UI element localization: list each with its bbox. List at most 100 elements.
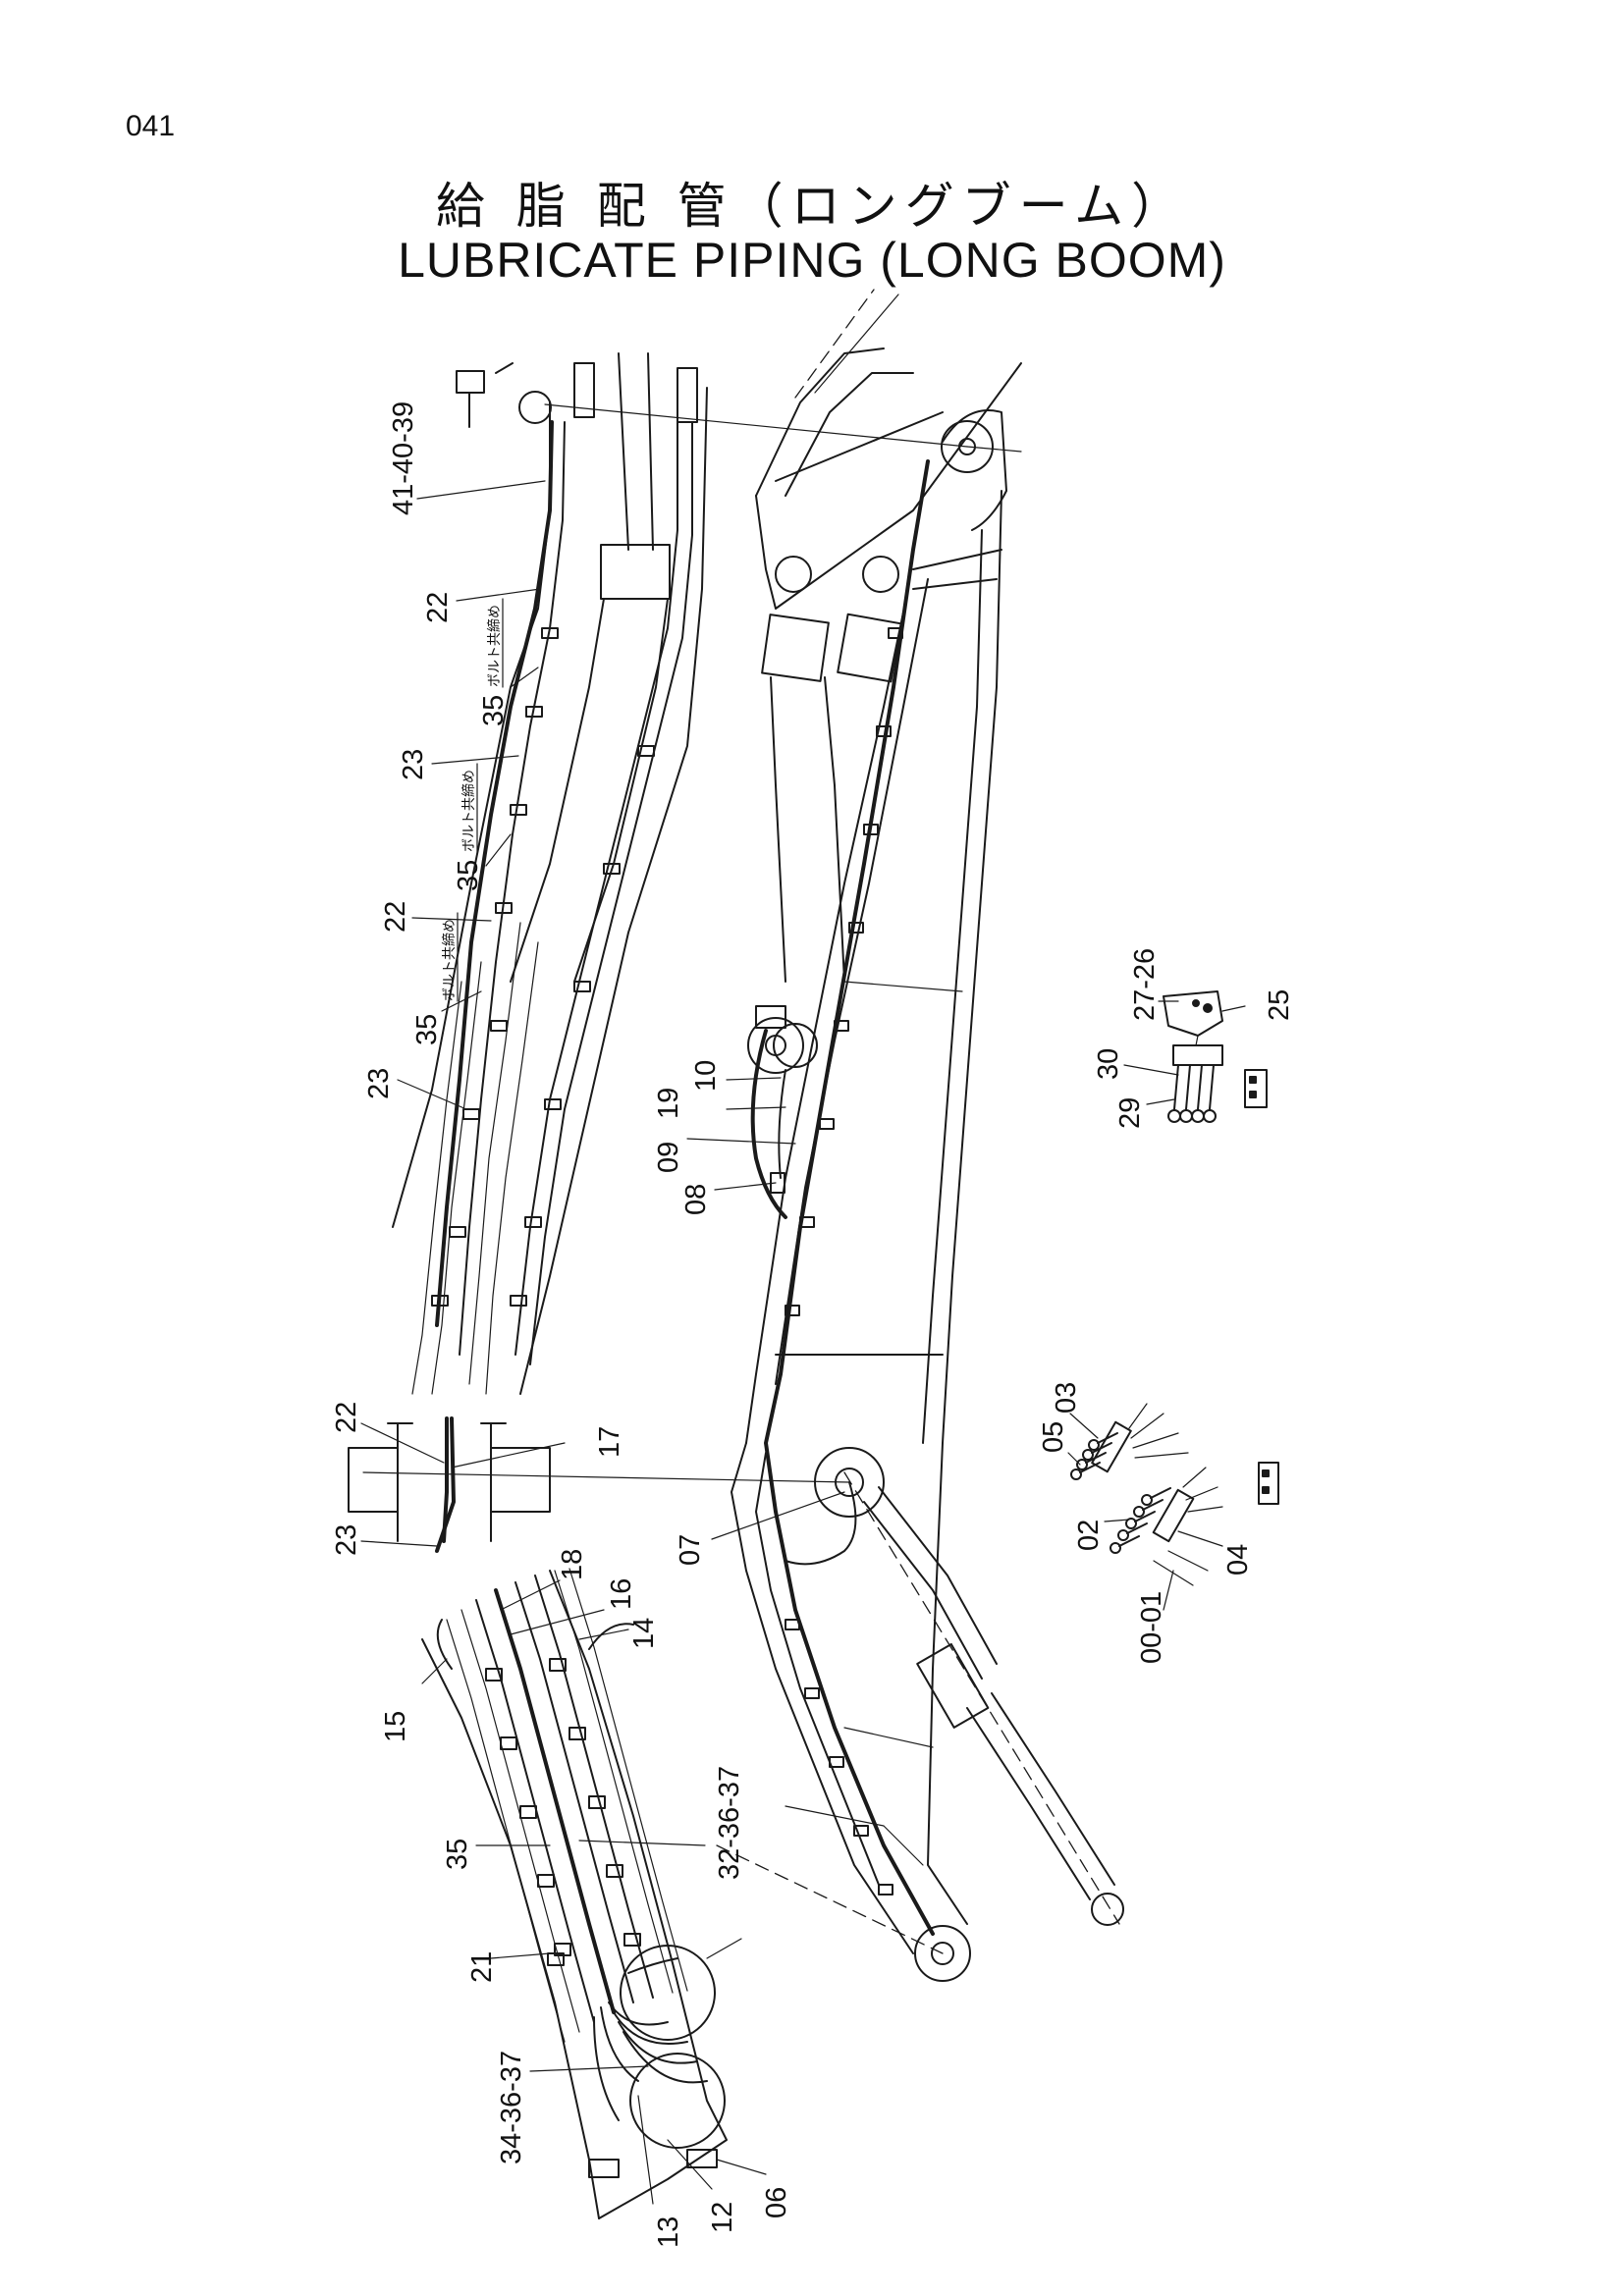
grease-block-upper-dot	[1203, 1003, 1213, 1013]
clamp	[606, 1864, 623, 1878]
nipple-end	[1141, 1494, 1153, 1506]
clamp	[623, 1933, 641, 1947]
lower-detail-hook-15	[436, 1619, 453, 1670]
upper-detail-clamps	[431, 627, 655, 1307]
note-bolt-fastening-c: ボルト共締め	[441, 919, 458, 1001]
boom-foot-pin-inner	[931, 1942, 954, 1965]
lower-grease-main	[494, 1588, 616, 2014]
fitting	[799, 1216, 815, 1228]
grease-manifold-upper	[1167, 1035, 1223, 1123]
manifold-nipple	[1209, 1064, 1215, 1110]
fan-hose	[600, 2006, 639, 2082]
fitting	[853, 1825, 869, 1837]
nipple	[1118, 1535, 1140, 1547]
clamp	[637, 745, 655, 757]
nipple	[1097, 1432, 1118, 1444]
lower-detail-hook-14	[588, 1623, 634, 1650]
manifold-lower-b-body	[1152, 1488, 1195, 1543]
leader-18	[500, 1579, 561, 1611]
callout-02: 02	[1073, 1520, 1105, 1551]
leader-30	[1123, 1064, 1179, 1076]
lower-hose-7	[568, 1568, 688, 1992]
manifold-nipple	[1185, 1064, 1191, 1110]
tag-line	[1134, 1452, 1189, 1459]
clamp	[537, 1874, 555, 1888]
callout-09: 09	[653, 1142, 684, 1173]
dashed-reference-line	[716, 1844, 944, 1954]
callout-21: 21	[466, 1951, 498, 1983]
grease-block-upper	[1123, 990, 1268, 1123]
manifold-nipple-end	[1191, 1109, 1205, 1123]
boom-plate-right	[927, 490, 1002, 1925]
boom-top-nose	[942, 409, 1007, 531]
callout-04: 04	[1222, 1544, 1254, 1575]
tag-line	[1167, 1550, 1209, 1572]
nipple	[1085, 1452, 1107, 1464]
callout-23: 23	[398, 749, 429, 780]
boom-fittings	[785, 627, 903, 1896]
lower-hose-6	[554, 1570, 674, 1994]
upper-detail-cylinder-right	[573, 598, 669, 983]
boom-cylinder-foot-eye	[1091, 1893, 1124, 1926]
label-plate-lower-mark	[1262, 1486, 1270, 1494]
callout-13: 13	[653, 2216, 684, 2248]
lower-detail-hose-bundle	[446, 1568, 688, 2043]
upper-detail-bracket	[456, 370, 485, 394]
callout-17: 17	[594, 1426, 625, 1458]
boom-cylinder-body-a	[966, 1707, 1091, 1900]
clamp	[549, 1658, 567, 1672]
clamp	[519, 1805, 537, 1819]
leader-23-a	[431, 755, 519, 765]
boom-top-pin	[941, 420, 994, 473]
boom-mid-pin	[747, 1017, 804, 1074]
boom-plate-left	[745, 588, 909, 1444]
manifold-lower-b-tags	[1153, 1467, 1223, 1586]
lower-detail-outline-right	[549, 1570, 728, 2219]
fitting	[785, 1305, 800, 1316]
clamp	[525, 706, 543, 718]
boom-mid-foot-pin	[814, 1447, 885, 1518]
manifold-lower-a-tags	[1128, 1403, 1189, 1459]
nipple-end	[1070, 1468, 1082, 1480]
leader-15	[421, 1658, 448, 1684]
upper-detail-top-block-b	[677, 367, 698, 423]
boom-mid-cross	[843, 981, 963, 992]
arm-cylinder-body-left	[770, 676, 786, 983]
callout-34-36-37: 34-36-37	[496, 2051, 527, 2164]
leader-07	[711, 1491, 845, 1540]
callout-14: 14	[628, 1618, 660, 1649]
callout-06: 06	[761, 2187, 792, 2218]
manifold-link	[1195, 1035, 1199, 1046]
fitting	[888, 627, 903, 639]
leader-12	[667, 2139, 713, 2190]
lower-detail-clamps	[485, 1658, 641, 1966]
leader-23-c	[360, 1540, 438, 1547]
leader-02	[1104, 1519, 1130, 1522]
fitting	[848, 922, 864, 934]
nipple-end	[1133, 1506, 1145, 1518]
section-hub-left	[348, 1447, 399, 1513]
fitting	[878, 1884, 893, 1896]
callout-41-40-39: 41-40-39	[388, 401, 419, 515]
clamp	[500, 1736, 517, 1750]
center-reference-line	[362, 1471, 850, 1483]
boom-hatch-top	[814, 294, 899, 394]
manifold-nipple	[1197, 1064, 1203, 1110]
callout-35: 35	[453, 860, 484, 891]
grease-block-upper-plate	[1163, 990, 1223, 1037]
clamp	[431, 1295, 449, 1307]
manifold-lower-b-nipples	[1110, 1487, 1171, 1554]
manifold-body	[1172, 1044, 1223, 1066]
nipple-end	[1082, 1449, 1094, 1461]
callout-labels: 41-40-39 22 35 23 35 22 35 23 10 19 09 0…	[331, 401, 1295, 2248]
upper-grease-line-22	[435, 420, 554, 1327]
upper-hose-6	[485, 941, 539, 1395]
callout-19: 19	[653, 1088, 684, 1119]
tag-line	[1132, 1432, 1179, 1449]
upper-hose-3	[514, 421, 678, 1356]
callout-16: 16	[606, 1578, 637, 1610]
boom-lower-left-2	[755, 1452, 880, 1886]
fan-hose	[608, 2002, 669, 2026]
lower-detail-foot-pin-a	[620, 1945, 716, 2041]
fan-hose	[627, 1957, 678, 1974]
